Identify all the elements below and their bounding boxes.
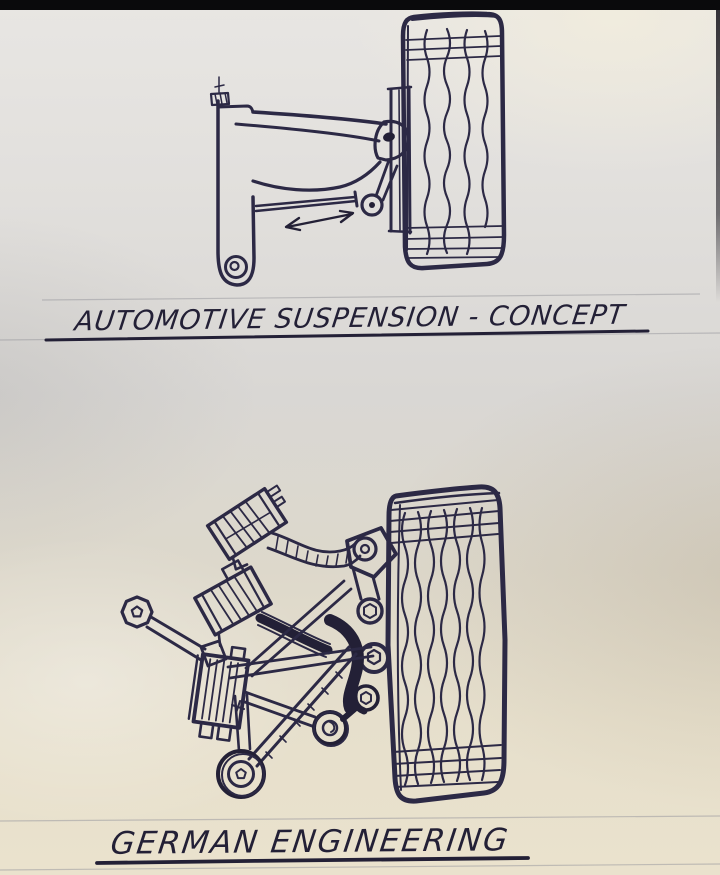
german-big-bushing [216, 749, 266, 799]
concept-upper-arm [234, 110, 410, 162]
paper-rule-lines [0, 293, 720, 871]
german-upper-bushing-mount [205, 484, 289, 571]
german-tie-rod [120, 595, 228, 668]
bottom-caption-underline [95, 856, 530, 865]
top-caption-underline [44, 329, 650, 342]
german-link-arms [226, 579, 375, 768]
concept-wheel [400, 11, 507, 271]
german-suspension-sketch [120, 484, 508, 804]
german-knuckle-cluster [324, 526, 398, 715]
german-mid-bushing [312, 704, 360, 747]
photo-right-dark-edge [716, 10, 720, 302]
german-bushing-block [187, 645, 251, 742]
german-dark-hook-arm [324, 614, 364, 714]
concept-lower-arm [251, 158, 399, 217]
concept-motion-arrow [284, 209, 355, 232]
concept-suspension-sketch [209, 11, 507, 287]
concept-chassis-bracket [209, 76, 256, 287]
german-engineering-caption: GERMAN ENGINEERING [108, 822, 512, 862]
concept-slider-joint [360, 193, 384, 217]
photo-top-black-bar [0, 0, 720, 10]
german-lower-bushing-mount [193, 559, 273, 648]
german-upper-arm [266, 531, 362, 569]
german-wheel [385, 484, 508, 804]
concept-pivot-bolt [383, 132, 395, 142]
